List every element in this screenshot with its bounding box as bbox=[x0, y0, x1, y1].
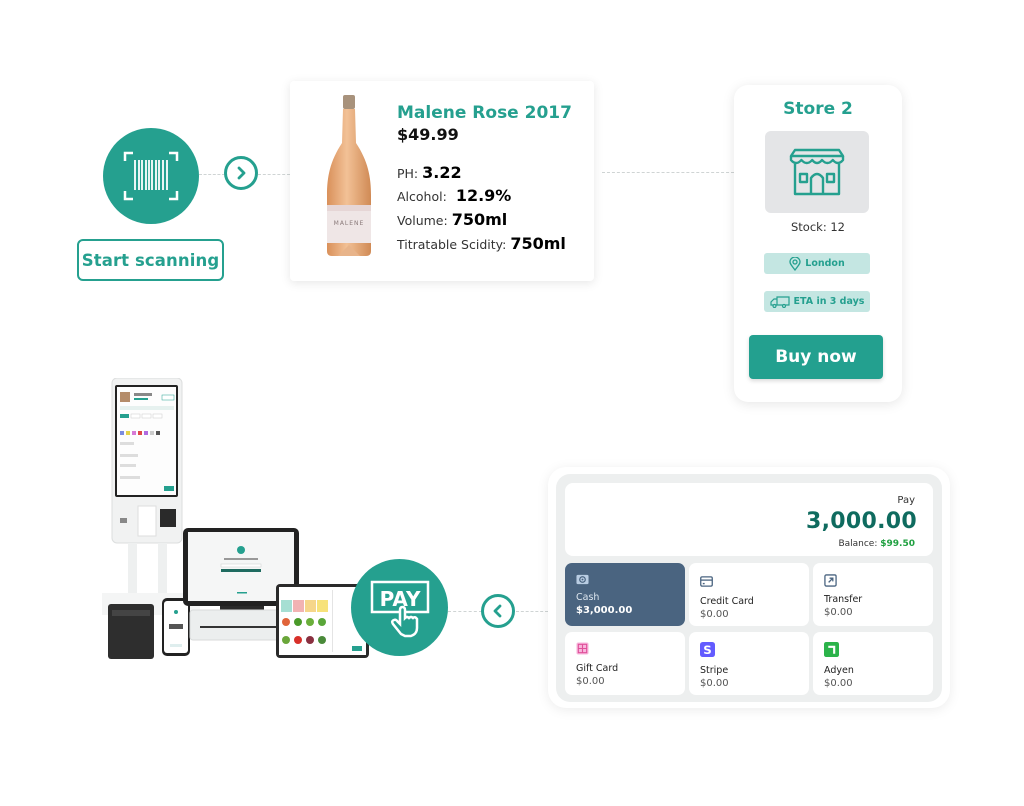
spec-alcohol: Alcohol: 12.9% bbox=[397, 186, 511, 205]
store-image bbox=[765, 131, 869, 213]
method-name: Adyen bbox=[824, 665, 854, 676]
method-value: $3,000.00 bbox=[576, 605, 633, 616]
balance-value: $99.50 bbox=[880, 539, 915, 549]
map-pin-icon bbox=[789, 256, 801, 271]
spec-volume: Volume:750ml bbox=[397, 210, 507, 229]
method-value: $0.00 bbox=[700, 609, 729, 620]
svg-text:S: S bbox=[703, 643, 711, 657]
spec-label: PH: bbox=[397, 166, 419, 181]
barcode-scan-icon bbox=[123, 151, 179, 201]
delivery-truck-icon bbox=[769, 295, 790, 308]
cash-icon bbox=[576, 574, 589, 585]
chevron-right-icon bbox=[237, 166, 246, 180]
pay-amount: 3,000.00 bbox=[806, 509, 917, 534]
eta-chip: ETA in 3 days bbox=[764, 291, 870, 312]
payment-method-adyen[interactable]: Adyen $0.00 bbox=[813, 632, 933, 695]
product-name: Malene Rose 2017 bbox=[397, 103, 572, 123]
transfer-icon bbox=[824, 574, 837, 587]
spec-value: 12.9% bbox=[455, 186, 512, 205]
gift-card-icon bbox=[576, 642, 589, 655]
product-card: MALENE Malene Rose 2017 $49.99 PH:3.22 A… bbox=[290, 81, 594, 281]
chevron-left-icon bbox=[493, 604, 502, 618]
spec-label: Alcohol: bbox=[397, 189, 447, 204]
start-scanning-button[interactable]: Start scanning bbox=[77, 239, 224, 281]
store-card: Store 2 Stock: 12 London ETA in 3 days B… bbox=[734, 85, 902, 402]
method-name: Gift Card bbox=[576, 663, 619, 674]
method-value: $0.00 bbox=[824, 607, 853, 618]
method-name: Cash bbox=[576, 592, 600, 603]
back-step-button[interactable] bbox=[481, 594, 515, 628]
method-value: $0.00 bbox=[824, 678, 853, 689]
spec-value: 3.22 bbox=[422, 163, 462, 182]
spec-value: 750ml bbox=[451, 210, 508, 229]
payment-method-stripe[interactable]: S Stripe $0.00 bbox=[689, 632, 809, 695]
tap-to-pay-icon: PAY bbox=[370, 580, 429, 637]
barcode-scanner-button[interactable] bbox=[103, 128, 199, 224]
method-value: $0.00 bbox=[576, 676, 605, 687]
payment-panel-inner: Pay 3,000.00 Balance: $99.50 Cash $3,000… bbox=[556, 474, 942, 702]
wine-bottle-image: MALENE bbox=[327, 95, 371, 256]
pos-devices-image bbox=[102, 377, 369, 659]
method-name: Stripe bbox=[700, 665, 729, 676]
method-value: $0.00 bbox=[700, 678, 729, 689]
method-name: Credit Card bbox=[700, 596, 754, 607]
location-chip: London bbox=[764, 253, 870, 274]
balance: Balance: $99.50 bbox=[838, 539, 915, 549]
connector-arrow-to-payment bbox=[516, 611, 548, 612]
payment-method-credit-card[interactable]: Credit Card $0.00 bbox=[689, 563, 809, 626]
balance-label: Balance: bbox=[838, 539, 878, 549]
connector-product-to-store bbox=[602, 172, 734, 173]
method-name: Transfer bbox=[824, 594, 863, 605]
eta-text: ETA in 3 days bbox=[793, 296, 865, 307]
spec-value: 750ml bbox=[510, 234, 566, 253]
adyen-icon bbox=[824, 642, 839, 657]
payment-method-cash[interactable]: Cash $3,000.00 bbox=[565, 563, 685, 626]
credit-card-icon bbox=[700, 576, 713, 587]
bottle-label-text: MALENE bbox=[334, 220, 365, 227]
payment-method-gift-card[interactable]: Gift Card $0.00 bbox=[565, 632, 685, 695]
connector-arrow-to-product bbox=[258, 174, 290, 175]
connector-scan-to-arrow bbox=[199, 174, 225, 175]
buy-now-button[interactable]: Buy now bbox=[749, 335, 883, 379]
spec-ph: PH:3.22 bbox=[397, 163, 462, 182]
payment-method-transfer[interactable]: Transfer $0.00 bbox=[813, 563, 933, 626]
connector-pay-to-arrow bbox=[448, 611, 482, 612]
spec-label: Volume: bbox=[397, 213, 448, 228]
pay-button[interactable]: PAY bbox=[351, 559, 448, 656]
pos-hardware-illustration bbox=[100, 377, 370, 663]
stripe-icon: S bbox=[700, 642, 715, 657]
spec-label: Titratable Scidity: bbox=[397, 237, 507, 252]
location-text: London bbox=[805, 258, 845, 269]
spec-titratable-acidity: Titratable Scidity:750ml bbox=[397, 234, 566, 253]
pay-label: Pay bbox=[897, 495, 915, 506]
next-step-button[interactable] bbox=[224, 156, 258, 190]
payment-summary: Pay 3,000.00 Balance: $99.50 bbox=[565, 483, 933, 556]
payment-panel: Pay 3,000.00 Balance: $99.50 Cash $3,000… bbox=[548, 467, 950, 708]
storefront-icon bbox=[789, 148, 845, 196]
product-price: $49.99 bbox=[397, 125, 459, 144]
store-title: Store 2 bbox=[783, 99, 853, 119]
stock-count: Stock: 12 bbox=[791, 220, 845, 234]
